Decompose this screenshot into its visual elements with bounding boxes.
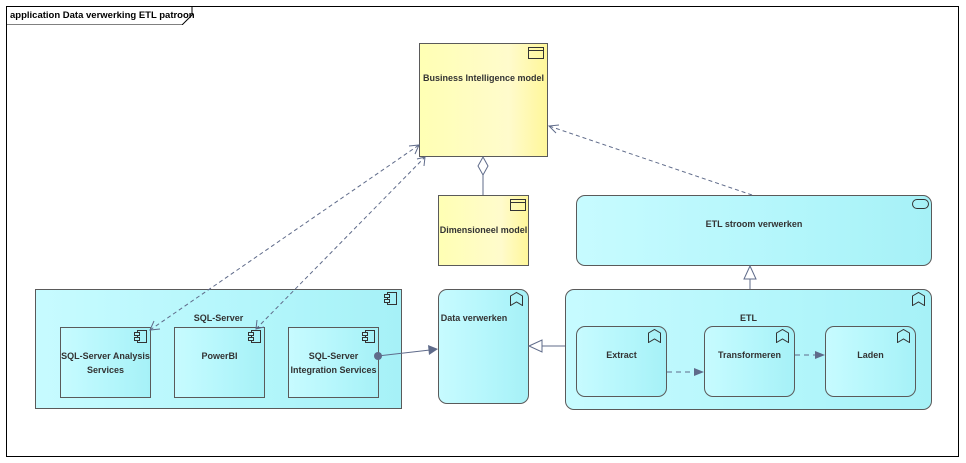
arrowhead-open [547, 124, 560, 134]
diagram-frame [6, 6, 959, 457]
component-icon [134, 330, 147, 343]
diagram-title-tab [6, 6, 193, 25]
node-data-verwerken-label: Data verwerken [440, 313, 508, 323]
aggregation-diamond [477, 155, 489, 177]
edge-powerbi-bi[interactable] [255, 156, 426, 330]
arrowhead-open [416, 156, 426, 167]
edge-ssas-bi[interactable] [149, 144, 420, 331]
arrowhead-open [149, 320, 161, 331]
node-transformeren[interactable] [704, 326, 795, 397]
node-bi-model-label: Business Intelligence model [422, 73, 545, 83]
node-bi-model[interactable] [419, 43, 548, 157]
node-laden-label: Laden [857, 350, 884, 360]
node-etl-stroom-label: ETL stroom verwerken [705, 219, 803, 229]
function-icon [648, 329, 661, 343]
data-object-icon [528, 47, 544, 59]
node-sql-server-label: SQL-Server [193, 313, 244, 323]
component-icon [384, 292, 397, 305]
arrowhead-open [255, 319, 265, 330]
arrowhead-filled [815, 351, 825, 359]
node-dim-model-label: Dimensioneel model [439, 225, 528, 235]
node-extract[interactable] [576, 326, 667, 397]
function-icon [510, 292, 523, 306]
function-icon [912, 292, 925, 306]
diagram-title: application Data verwerking ETL patroon [10, 10, 195, 21]
node-laden[interactable] [825, 326, 916, 397]
component-icon [248, 330, 261, 343]
node-dim-model[interactable] [438, 195, 529, 266]
data-object-icon [510, 199, 526, 211]
node-data-verwerken[interactable] [438, 289, 529, 404]
function-icon [897, 329, 910, 343]
edge-etl-stroom-to-bi[interactable] [548, 125, 753, 196]
node-ssas-label: SQL-Server Analysis Services [61, 351, 150, 375]
edge-ssis-data-verwerken[interactable] [377, 349, 431, 357]
component-icon [362, 330, 375, 343]
arrowhead-hollow-triangle [527, 339, 543, 353]
service-icon [912, 199, 929, 209]
arrowhead-open [408, 144, 420, 155]
node-extract-label: Extract [606, 350, 637, 360]
node-etl-label: ETL [740, 313, 757, 323]
node-transformeren-label: Transformeren [717, 350, 782, 360]
node-powerbi-label: PowerBI [201, 351, 238, 361]
arrowhead-hollow-triangle [743, 264, 757, 280]
arrowhead-filled [428, 345, 438, 355]
node-ssis-label: SQL-Server Integration Services [290, 351, 377, 375]
function-icon [776, 329, 789, 343]
arrowhead-filled [694, 368, 704, 376]
node-etl-stroom[interactable] [576, 195, 932, 266]
